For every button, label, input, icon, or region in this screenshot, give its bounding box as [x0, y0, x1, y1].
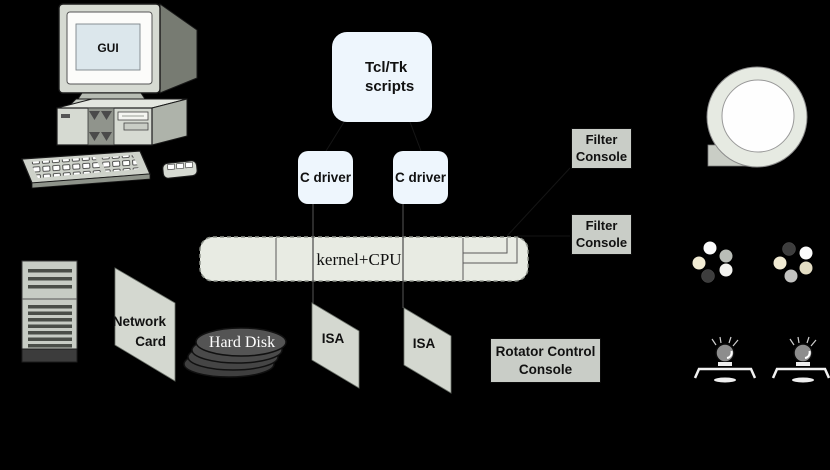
filter-console-top-line1: Filter: [585, 131, 618, 147]
rotator-console-node: Rotator Control Console: [490, 338, 601, 383]
rotator-console-line1: Rotator Control: [495, 343, 596, 359]
bus-branch-line: [463, 238, 518, 264]
stepper-motor-icon: [771, 336, 830, 383]
hidden-connectors: [325, 121, 571, 237]
keyboard-icon: [21, 150, 151, 189]
filter-console-bottom-line1: Filter: [585, 217, 618, 233]
mouse-icon: [162, 160, 198, 179]
kernel-cpu-node: kernel+CPU: [199, 236, 529, 282]
hard-disk-label: Hard Disk: [209, 334, 275, 351]
network-card-label-2: Card: [135, 334, 166, 349]
filter-console-bottom-line2: Console: [575, 234, 628, 250]
server-tower-icon: [21, 260, 78, 363]
tcltk-scripts-node: Tcl/Tk scripts: [332, 32, 432, 122]
network-card-label-1: Network: [113, 314, 167, 329]
filter-wheel-icon: [706, 66, 808, 168]
isa-card-icon: ISA: [311, 302, 360, 389]
c-driver-right-label: C driver: [394, 169, 447, 185]
isa-card-icon: ISA: [403, 307, 452, 394]
network-card-icon: Network Card: [113, 267, 176, 382]
bus-branch-line: [463, 238, 508, 254]
rotator-console-line2: Console: [518, 361, 573, 377]
isa-right-label: ISA: [413, 336, 436, 351]
hard-disk-stack-icon: Hard Disk: [183, 327, 287, 378]
tcltk-label-line1: Tcl/Tk: [365, 58, 408, 76]
filter-console-bottom-node: Filter Console: [571, 214, 632, 255]
filter-console-top-line2: Console: [575, 148, 628, 164]
gui-screen: [75, 23, 141, 71]
filter-dots-cluster-icon: [773, 242, 813, 283]
kernel-cpu-label: kernel+CPU: [316, 250, 401, 269]
gui-label: GUI: [97, 41, 118, 55]
c-driver-left-node: C driver: [298, 151, 353, 204]
workstation-computer-icon: GUI: [21, 3, 198, 189]
c-driver-right-node: C driver: [393, 151, 448, 204]
tcltk-label-line2: scripts: [365, 78, 415, 95]
stepper-motor-icon: [693, 336, 757, 383]
filter-console-top-node: Filter Console: [571, 128, 632, 169]
driver-connectors: [312, 204, 404, 308]
isa-left-label: ISA: [322, 331, 345, 346]
case-logo: [61, 114, 70, 118]
filter-dots-cluster-icon: [692, 241, 733, 283]
c-driver-left-label: C driver: [299, 169, 352, 185]
